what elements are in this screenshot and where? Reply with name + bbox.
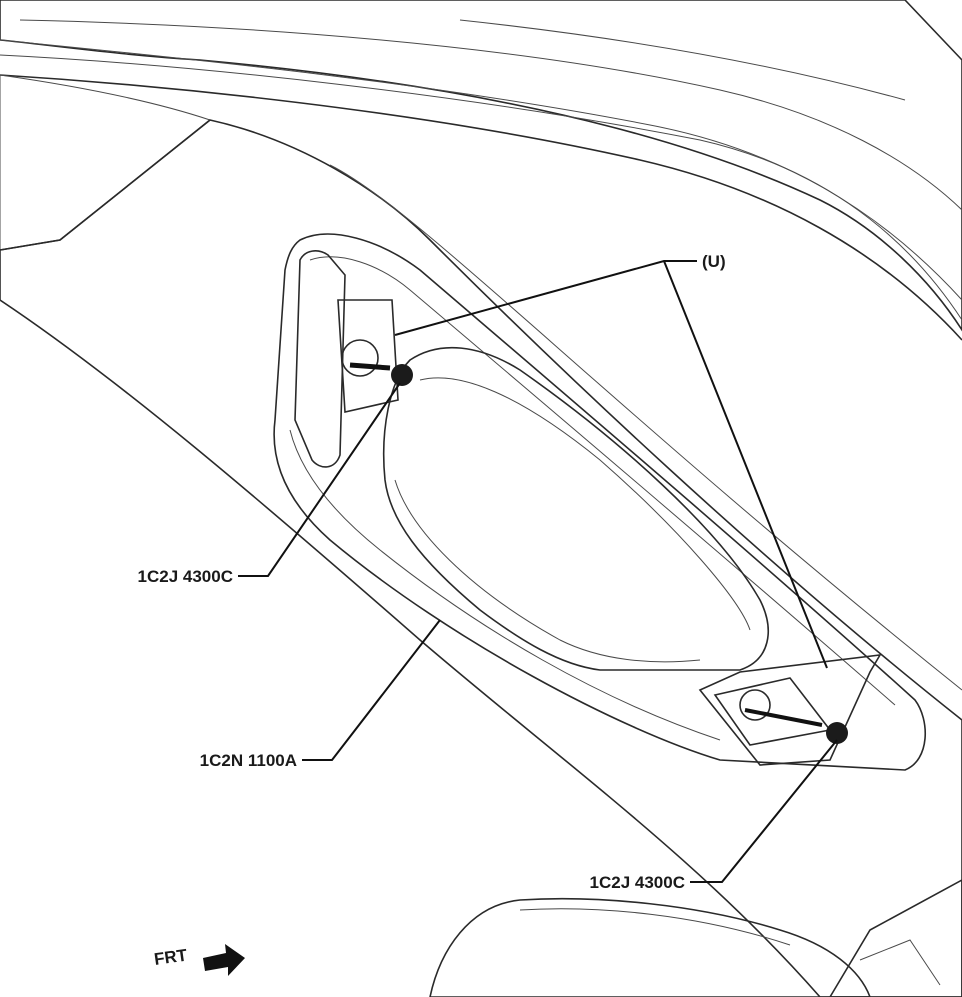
callout-grab-handle-label: 1C2N 1100A	[200, 751, 297, 770]
frt-label: FRT	[153, 945, 189, 968]
pillar-trim-panel	[0, 119, 962, 997]
grab-handle	[273, 233, 926, 771]
headliner-edge	[0, 74, 212, 251]
upper-mount	[294, 250, 413, 468]
callout-fastener-upper-label: 1C2J 4300C	[138, 567, 233, 586]
leader-lines	[238, 260, 838, 883]
callout-fastener-lower-label: 1C2J 4300C	[590, 873, 685, 892]
callout-u-label: (U)	[702, 252, 726, 271]
arrow-right-icon	[203, 944, 245, 976]
lower-mount	[698, 654, 882, 766]
front-orientation-indicator: FRT	[153, 944, 245, 976]
dashboard	[429, 879, 962, 997]
handle-grip	[382, 346, 769, 671]
roof-rail	[0, 0, 962, 341]
